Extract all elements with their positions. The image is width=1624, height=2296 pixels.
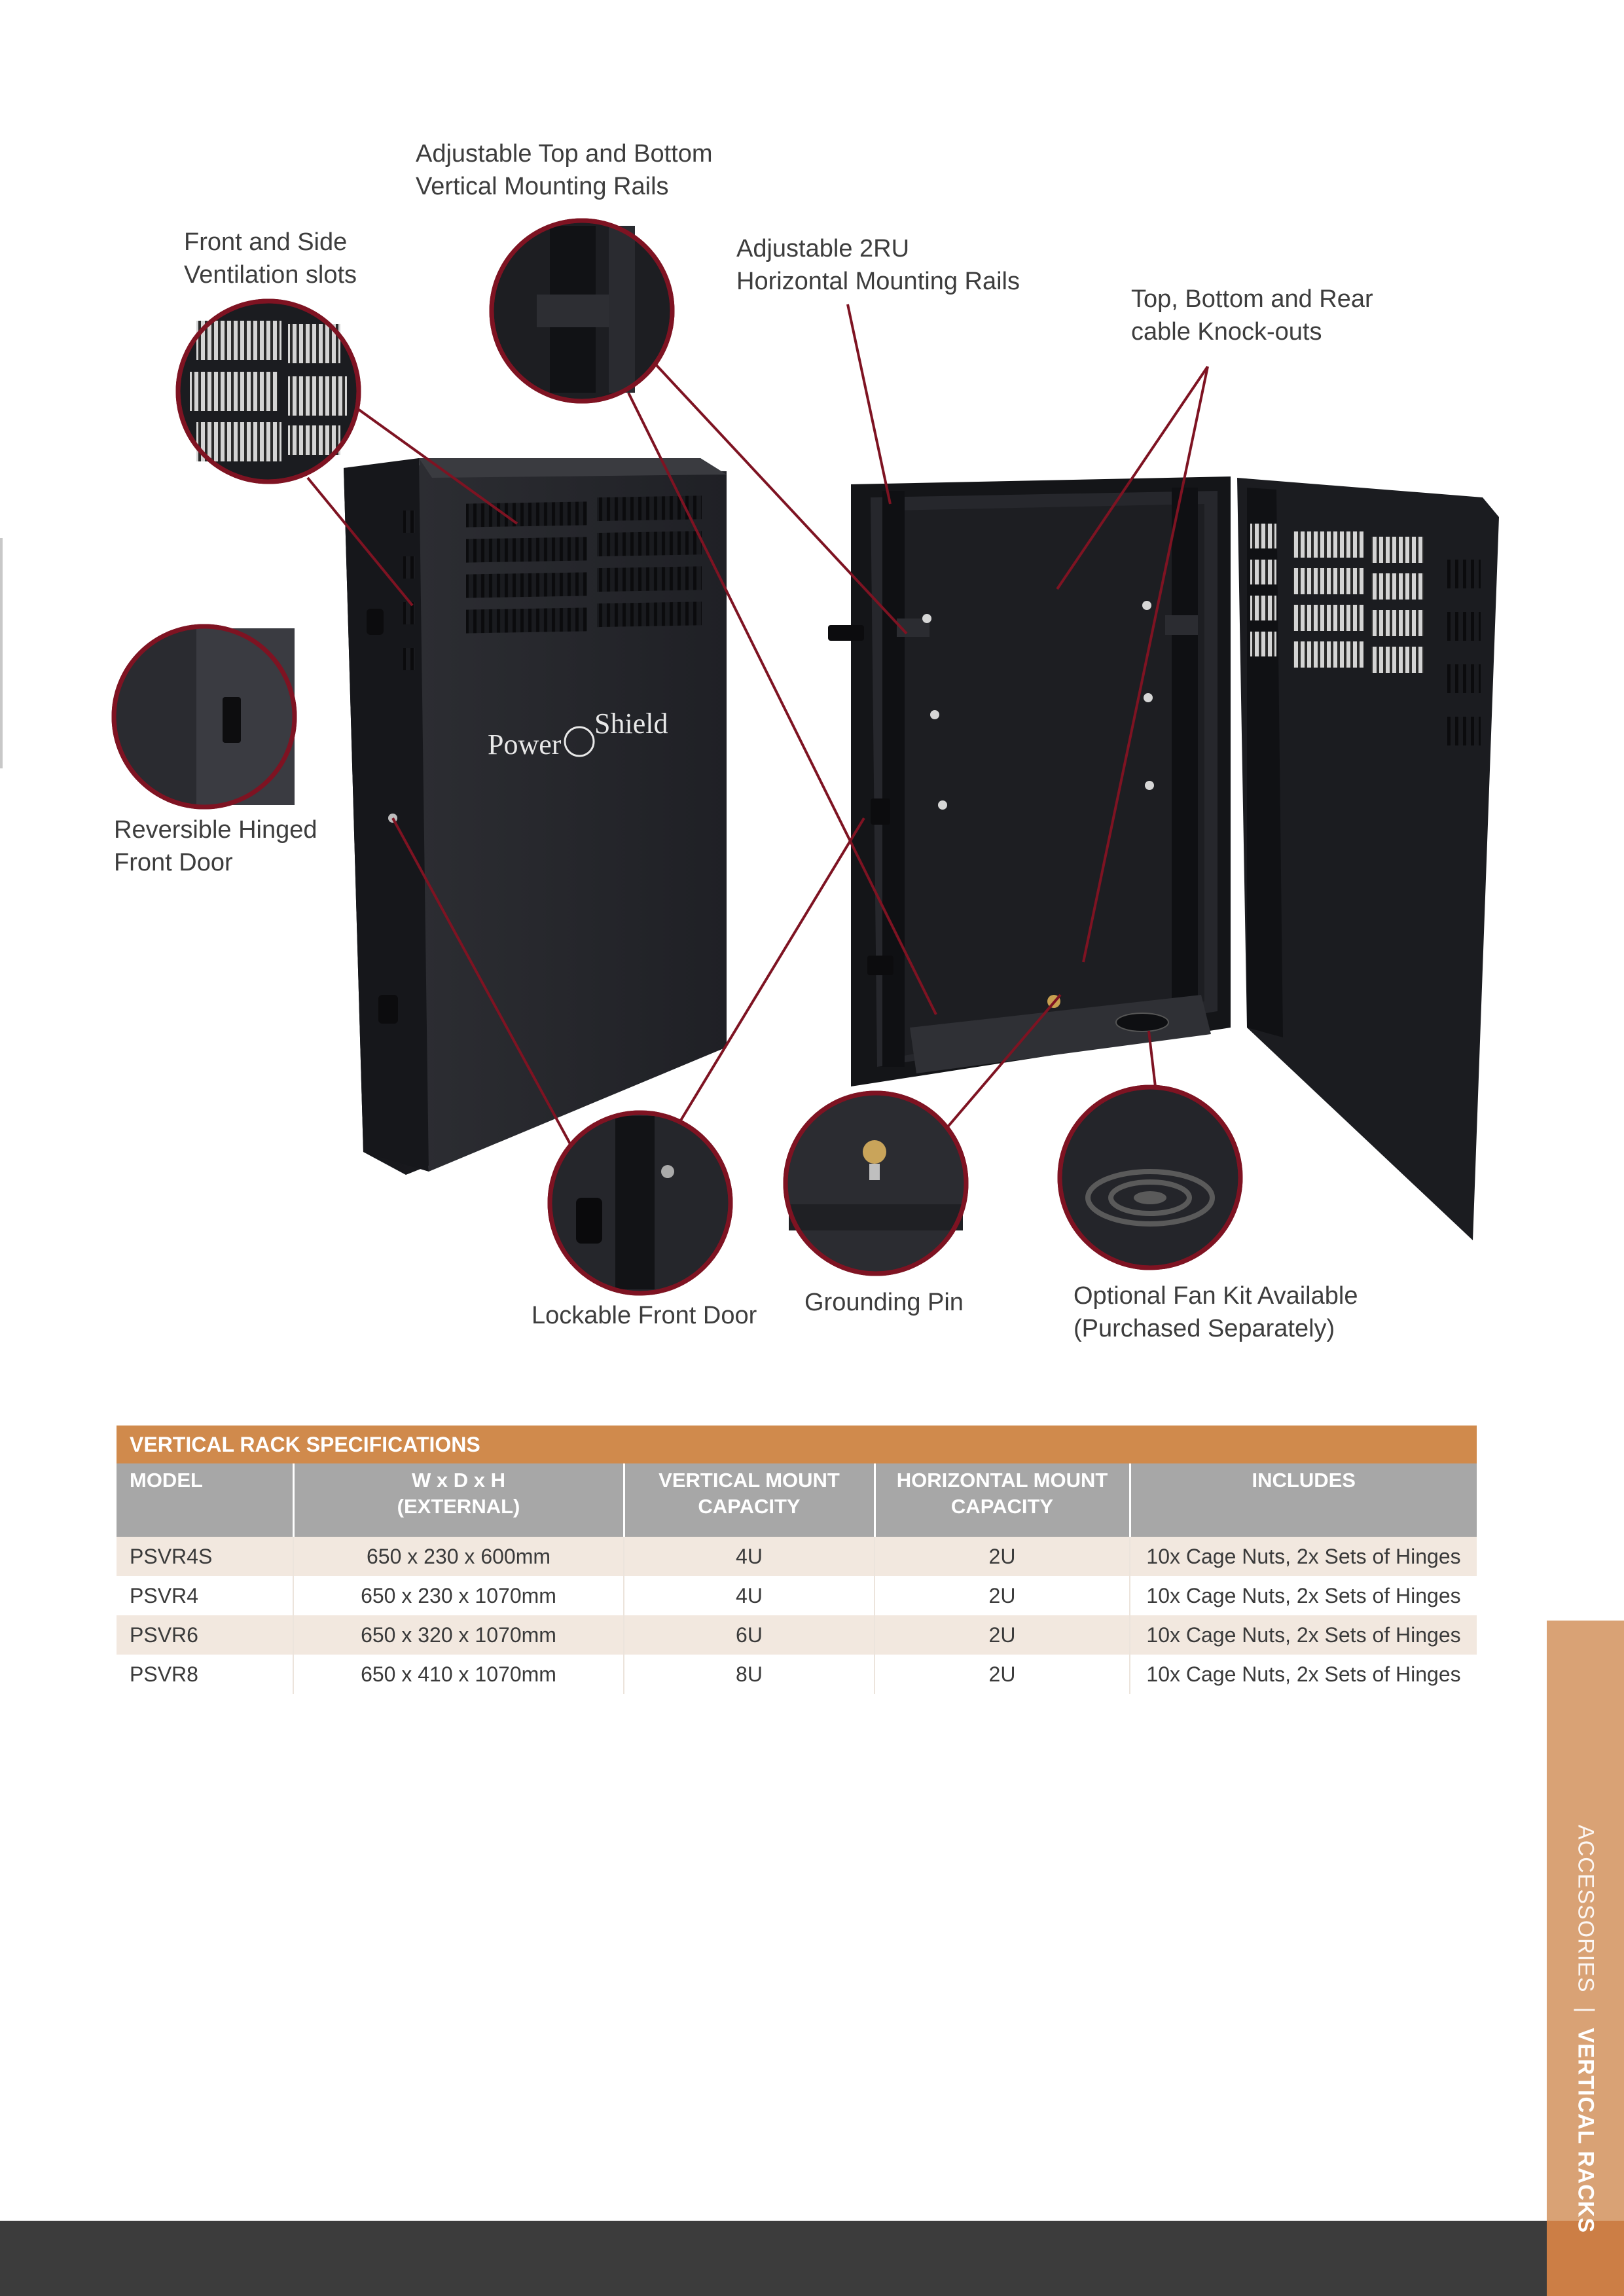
cell-includes: 10x Cage Nuts, 2x Sets of Hinges: [1128, 1576, 1477, 1615]
cell-vertical-capacity: 6U: [623, 1615, 875, 1655]
detail-lockable-door: [547, 1110, 733, 1296]
section-label: ACCESSORIES | VERTICAL RACKS: [1573, 1825, 1598, 2233]
cell-horizontal-capacity: 2U: [874, 1655, 1130, 1694]
cell-horizontal-capacity: 2U: [874, 1615, 1130, 1655]
cell-includes: 10x Cage Nuts, 2x Sets of Hinges: [1128, 1537, 1477, 1576]
detail-grounding-pin: [783, 1090, 969, 1276]
callout-lockable-door: Lockable Front Door: [532, 1302, 757, 1329]
section-side-tab-accent: [1547, 2221, 1624, 2296]
closed-cabinet: Power Shield: [344, 458, 727, 1175]
detail-hinged-door: [111, 624, 297, 810]
cell-horizontal-capacity: 2U: [874, 1576, 1130, 1615]
cell-dimensions: 650 x 230 x 600mm: [293, 1537, 624, 1576]
page-topic: VERTICAL RACKS: [1573, 2028, 1598, 2234]
cell-vertical-capacity: 4U: [623, 1576, 875, 1615]
table-header-row: MODEL W x D x H(EXTERNAL) VERTICAL MOUNT…: [117, 1463, 1477, 1537]
callout-grounding-pin: Grounding Pin: [804, 1289, 964, 1316]
product-illustration: Power Shield: [111, 218, 1499, 1296]
table-title: VERTICAL RACK SPECIFICATIONS: [117, 1426, 1477, 1463]
cell-model: PSVR4S: [117, 1537, 293, 1576]
cell-horizontal-capacity: 2U: [874, 1537, 1130, 1576]
powershield-logo: Power: [488, 728, 562, 761]
cell-model: PSVR4: [117, 1576, 293, 1615]
cell-vertical-capacity: 8U: [623, 1655, 875, 1694]
cell-model: PSVR8: [117, 1655, 293, 1694]
cell-model: PSVR6: [117, 1615, 293, 1655]
callout-vertical-rails: Adjustable Top and Bottom Vertical Mount…: [416, 140, 713, 200]
detail-fan-kit: [1057, 1085, 1243, 1270]
column-header-model: MODEL: [117, 1463, 293, 1537]
column-header-includes: INCLUDES: [1128, 1463, 1477, 1537]
cell-includes: 10x Cage Nuts, 2x Sets of Hinges: [1128, 1615, 1477, 1655]
table-row: PSVR4S 650 x 230 x 600mm 4U 2U 10x Cage …: [117, 1537, 1477, 1576]
svg-text:Shield: Shield: [594, 708, 668, 740]
column-header-dimensions: W x D x H(EXTERNAL): [292, 1463, 624, 1537]
section-side-tab: [1547, 1621, 1624, 2296]
cell-dimensions: 650 x 410 x 1070mm: [293, 1655, 624, 1694]
specifications-table: VERTICAL RACK SPECIFICATIONS MODEL W x D…: [117, 1426, 1477, 1694]
table-row: PSVR4 650 x 230 x 1070mm 4U 2U 10x Cage …: [117, 1576, 1477, 1615]
cell-dimensions: 650 x 320 x 1070mm: [293, 1615, 624, 1655]
detail-ventilation: [175, 298, 361, 484]
callout-leader-lines: [306, 304, 1209, 1149]
callout-hinged-door: Reversible Hinged Front Door: [114, 816, 317, 876]
open-cabinet: [828, 476, 1499, 1240]
section-separator: |: [1573, 2007, 1598, 2014]
cell-includes: 10x Cage Nuts, 2x Sets of Hinges: [1128, 1655, 1477, 1694]
callout-horizontal-rails: Adjustable 2RU Horizontal Mounting Rails: [736, 235, 1020, 295]
footer-bar: [0, 2221, 1547, 2296]
callout-ventilation: Front and Side Ventilation slots: [184, 228, 357, 289]
detail-vertical-rails: [489, 218, 675, 404]
section-name: ACCESSORIES: [1573, 1824, 1598, 1993]
left-margin-rule: [0, 538, 3, 768]
cell-dimensions: 650 x 230 x 1070mm: [293, 1576, 624, 1615]
table-row: PSVR6 650 x 320 x 1070mm 6U 2U 10x Cage …: [117, 1615, 1477, 1655]
cell-vertical-capacity: 4U: [623, 1537, 875, 1576]
table-row: PSVR8 650 x 410 x 1070mm 8U 2U 10x Cage …: [117, 1655, 1477, 1694]
callout-fan-kit: Optional Fan Kit Available (Purchased Se…: [1074, 1282, 1358, 1342]
callout-knockouts: Top, Bottom and Rear cable Knock-outs: [1131, 285, 1373, 346]
